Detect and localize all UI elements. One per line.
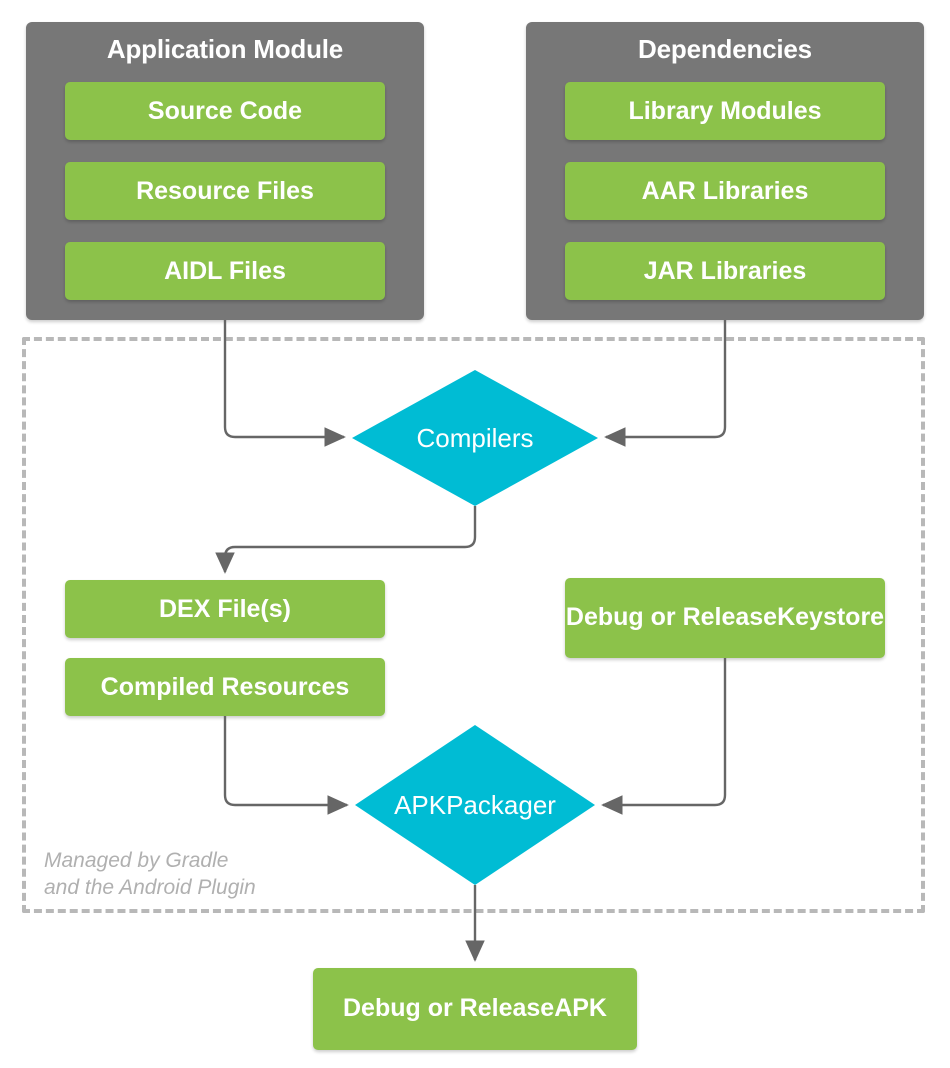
artifact-compiled-resources[interactable]: Compiled Resources xyxy=(65,658,385,716)
group-dependencies: Dependencies Library Modules AAR Librari… xyxy=(526,22,924,320)
gradle-managed-region xyxy=(22,337,925,913)
artifact-dex-files[interactable]: DEX File(s) xyxy=(65,580,385,638)
group-application-module: Application Module Source Code Resource … xyxy=(26,22,424,320)
item-aar-libraries[interactable]: AAR Libraries xyxy=(565,162,885,220)
group-application-module-title: Application Module xyxy=(106,34,344,64)
item-source-code[interactable]: Source Code xyxy=(65,82,385,140)
item-library-modules[interactable]: Library Modules xyxy=(565,82,885,140)
apk-packager-diamond-shape xyxy=(355,725,595,885)
compilers-diamond-shape xyxy=(352,370,598,506)
group-dependencies-title: Dependencies xyxy=(638,34,812,64)
item-jar-libraries[interactable]: JAR Libraries xyxy=(565,242,885,300)
item-aidl-files[interactable]: AIDL Files xyxy=(65,242,385,300)
process-compilers[interactable]: Compilers xyxy=(352,370,598,506)
item-resource-files[interactable]: Resource Files xyxy=(65,162,385,220)
